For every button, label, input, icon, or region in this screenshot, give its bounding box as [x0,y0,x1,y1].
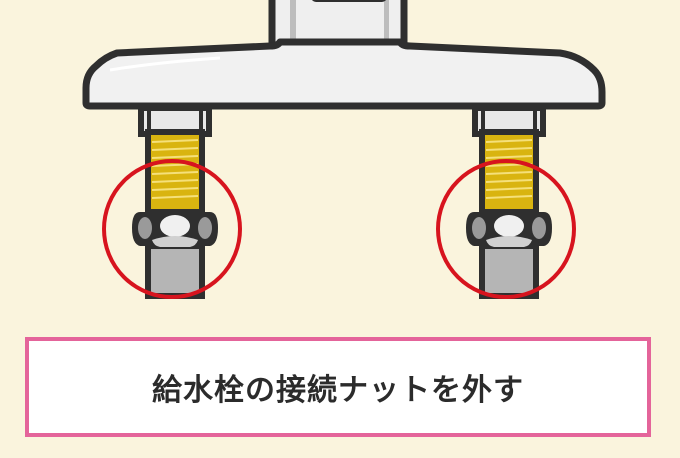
right-highlight-ring [436,159,576,299]
faucet-illustration [82,0,606,299]
right-connection-nut [466,212,552,247]
caption-box: 給水栓の接続ナットを外す [25,337,651,437]
left-highlight-ring [102,159,242,299]
right-supply-pipe [436,105,576,299]
left-connection-nut [132,212,218,247]
faucet-base [82,38,606,110]
caption-text: 給水栓の接続ナットを外す [152,373,524,408]
left-supply-pipe [102,105,242,299]
